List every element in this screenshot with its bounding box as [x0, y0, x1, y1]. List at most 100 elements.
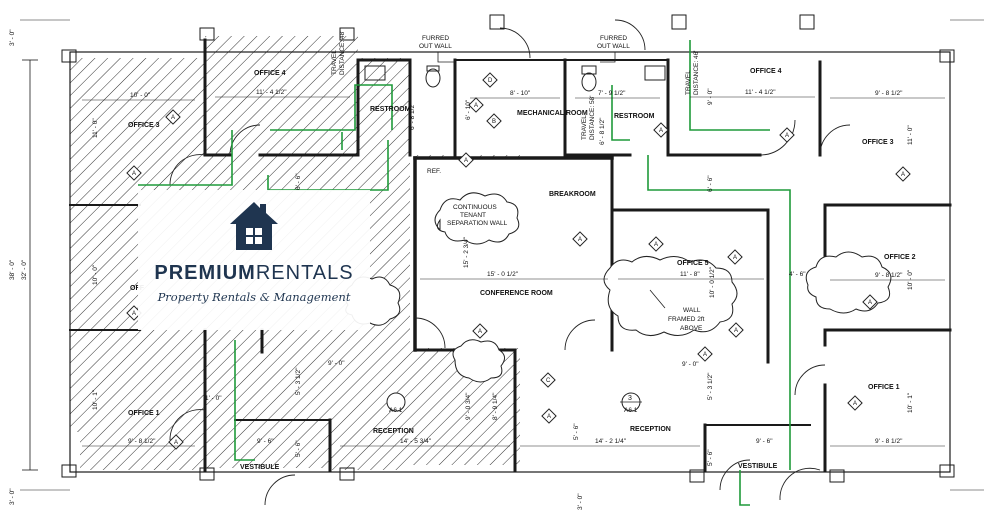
dim: 9' - 0 3/4" — [465, 392, 472, 420]
restroom-fixtures — [364, 65, 666, 92]
note-furred-2a: FURRED — [600, 35, 627, 42]
room-label-office2-right: OFFICE 2 — [884, 254, 916, 261]
dim: 9' - 0" — [707, 88, 714, 105]
detail-callout: 3 A6.1 A6.1 — [386, 392, 642, 414]
dim: 9' - 6" — [257, 438, 274, 445]
dimensions: 10' - 0" 11' - 4 1/2" 11' - 0" 10' - 0" … — [9, 29, 914, 510]
room-label-vestibule-left: VESTIBULE — [240, 464, 280, 471]
egress-paths — [138, 40, 791, 506]
tag-markers: A A A A D A B A A A A A A A A A A C A A … — [126, 72, 911, 450]
tag-marker-label: A — [901, 172, 905, 178]
columns — [61, 14, 955, 483]
tag-marker-label: A — [132, 311, 136, 317]
room-label-reception-left: RECEPTION — [373, 428, 414, 435]
dim: 3' - 0" — [9, 29, 16, 46]
dim: 38' - 0" — [9, 259, 16, 280]
note-separation-a: CONTINUOUS — [453, 204, 497, 211]
tag-marker-label: A — [547, 414, 551, 420]
tag-marker-label: A — [654, 242, 658, 248]
tag-marker-label: A — [853, 401, 857, 407]
dim: 6' - 6" — [295, 173, 302, 190]
tag-marker-label: A — [174, 440, 178, 446]
tag-marker-label: A — [132, 171, 136, 177]
note-wall-c: ABOVE — [680, 325, 703, 332]
dim: 8' - 10" — [510, 90, 531, 97]
dim: 32' - 0" — [21, 259, 28, 280]
dim: 1' - 0" — [205, 395, 222, 402]
dim: 11' - 4 1/2" — [256, 89, 287, 96]
dim: 14' - 5 3/4" — [400, 438, 432, 445]
interior-walls — [69, 38, 952, 472]
detail-ref: A6.1 — [624, 407, 638, 414]
dim: 6' - 8 1/2" — [599, 117, 606, 145]
tag-marker-label: A — [464, 158, 468, 164]
dim: 5' - 3 1/2" — [707, 372, 714, 400]
dim: 10' - 1" — [92, 389, 99, 410]
dim: 4' - 6" — [789, 271, 806, 278]
dim: 5' - 6" — [573, 423, 580, 440]
dim: 15' - 0 1/2" — [487, 271, 519, 278]
tag-marker-label: A — [703, 352, 707, 358]
tag-marker-label: A — [578, 237, 582, 243]
dim: 9' - 8 1/2" — [128, 438, 156, 445]
brand-name: PREMIUMRENTALS — [138, 262, 370, 285]
room-label-office3-right: OFFICE 3 — [862, 139, 894, 146]
room-label-office4-left: OFFICE 4 — [254, 70, 286, 77]
house-icon — [230, 202, 278, 250]
note-separation-b: TENANT — [460, 212, 486, 219]
door-swings — [169, 19, 851, 506]
dim: 14' - 2 1/4" — [595, 438, 627, 445]
tag-marker-label: A — [785, 133, 789, 139]
note-leaders — [437, 52, 666, 309]
room-label-office3-left: OFFICE 3 — [128, 122, 160, 129]
dim: 15' - 2 3/4" — [463, 236, 470, 268]
note-furred-1a: FURRED — [422, 35, 449, 42]
room-label-conference: CONFERENCE ROOM — [480, 290, 553, 297]
dimension-lines — [82, 96, 945, 447]
dim: 10' - 0" — [907, 269, 914, 290]
room-labels: OFFICE 4 OFFICE 3 OFF OFFICE 1 RESTROOM … — [128, 68, 916, 471]
note-separation-c: SEPARATION WALL — [447, 220, 508, 227]
dim: 11' - 0" — [92, 118, 99, 138]
note-furred-1b: OUT WALL — [419, 43, 452, 50]
room-label-vestibule-right: VESTIBULE — [738, 463, 778, 470]
dim: 11' - 8" — [680, 271, 700, 278]
brand-logo-card: PREMIUMRENTALS Property Rentals & Manage… — [138, 190, 370, 330]
room-label-office5: OFFICE 5 — [677, 260, 709, 267]
room-label-breakroom: BREAKROOM — [549, 191, 596, 198]
brand-name-part1: PREMIUM — [154, 262, 256, 284]
dim: 9' - 6" — [756, 438, 773, 445]
dim: 11' - 0" — [907, 125, 914, 145]
note-travel-mid-a: TRAVEL — [581, 115, 588, 140]
brand-tagline: Property Rentals & Management — [157, 290, 351, 304]
dim: 9' - 0" — [682, 361, 699, 368]
room-label-office1-left: OFFICE 1 — [128, 410, 160, 417]
note-ref: REF. — [427, 168, 441, 175]
tag-marker-label: A — [659, 128, 663, 134]
note-travel-mid-b: DISTANCE: 58' — [589, 96, 596, 140]
tag-marker-label: B — [492, 119, 496, 125]
building-outline — [20, 19, 984, 491]
dim: 3' - 0" — [9, 488, 16, 505]
plan-notes: FURRED OUT WALL FURRED OUT WALL CONTINUO… — [331, 31, 705, 332]
dim: 7' - 9 1/2" — [598, 90, 626, 97]
tag-marker-label: A — [478, 329, 482, 335]
dim: 11' - 4 1/2" — [745, 89, 776, 96]
dim: 6' - 6" — [707, 175, 714, 192]
tag-marker-label: A — [171, 115, 175, 121]
dim: 10' - 1" — [907, 392, 914, 413]
room-label-restroom-right: RESTROOM — [614, 113, 655, 120]
tag-marker-label: A — [868, 300, 872, 306]
dim: 6' - 8 1/2" — [409, 102, 416, 130]
note-wall-a: WALL — [683, 307, 701, 314]
room-label-office1-right: OFFICE 1 — [868, 384, 900, 391]
room-label-office2-left: OFF — [130, 285, 145, 292]
dim: 10' - 0 1/2" — [709, 266, 716, 298]
dim: 9' - 8 1/2" — [875, 272, 903, 279]
dim: 6' - 10" — [465, 99, 472, 120]
tag-marker-label: A — [734, 328, 738, 334]
dim: 9' - 0" — [328, 360, 345, 367]
dim: 9' - 8 1/2" — [875, 90, 903, 97]
dim: 9' - 8 1/2" — [875, 438, 903, 445]
tag-marker-label: C — [546, 378, 551, 384]
